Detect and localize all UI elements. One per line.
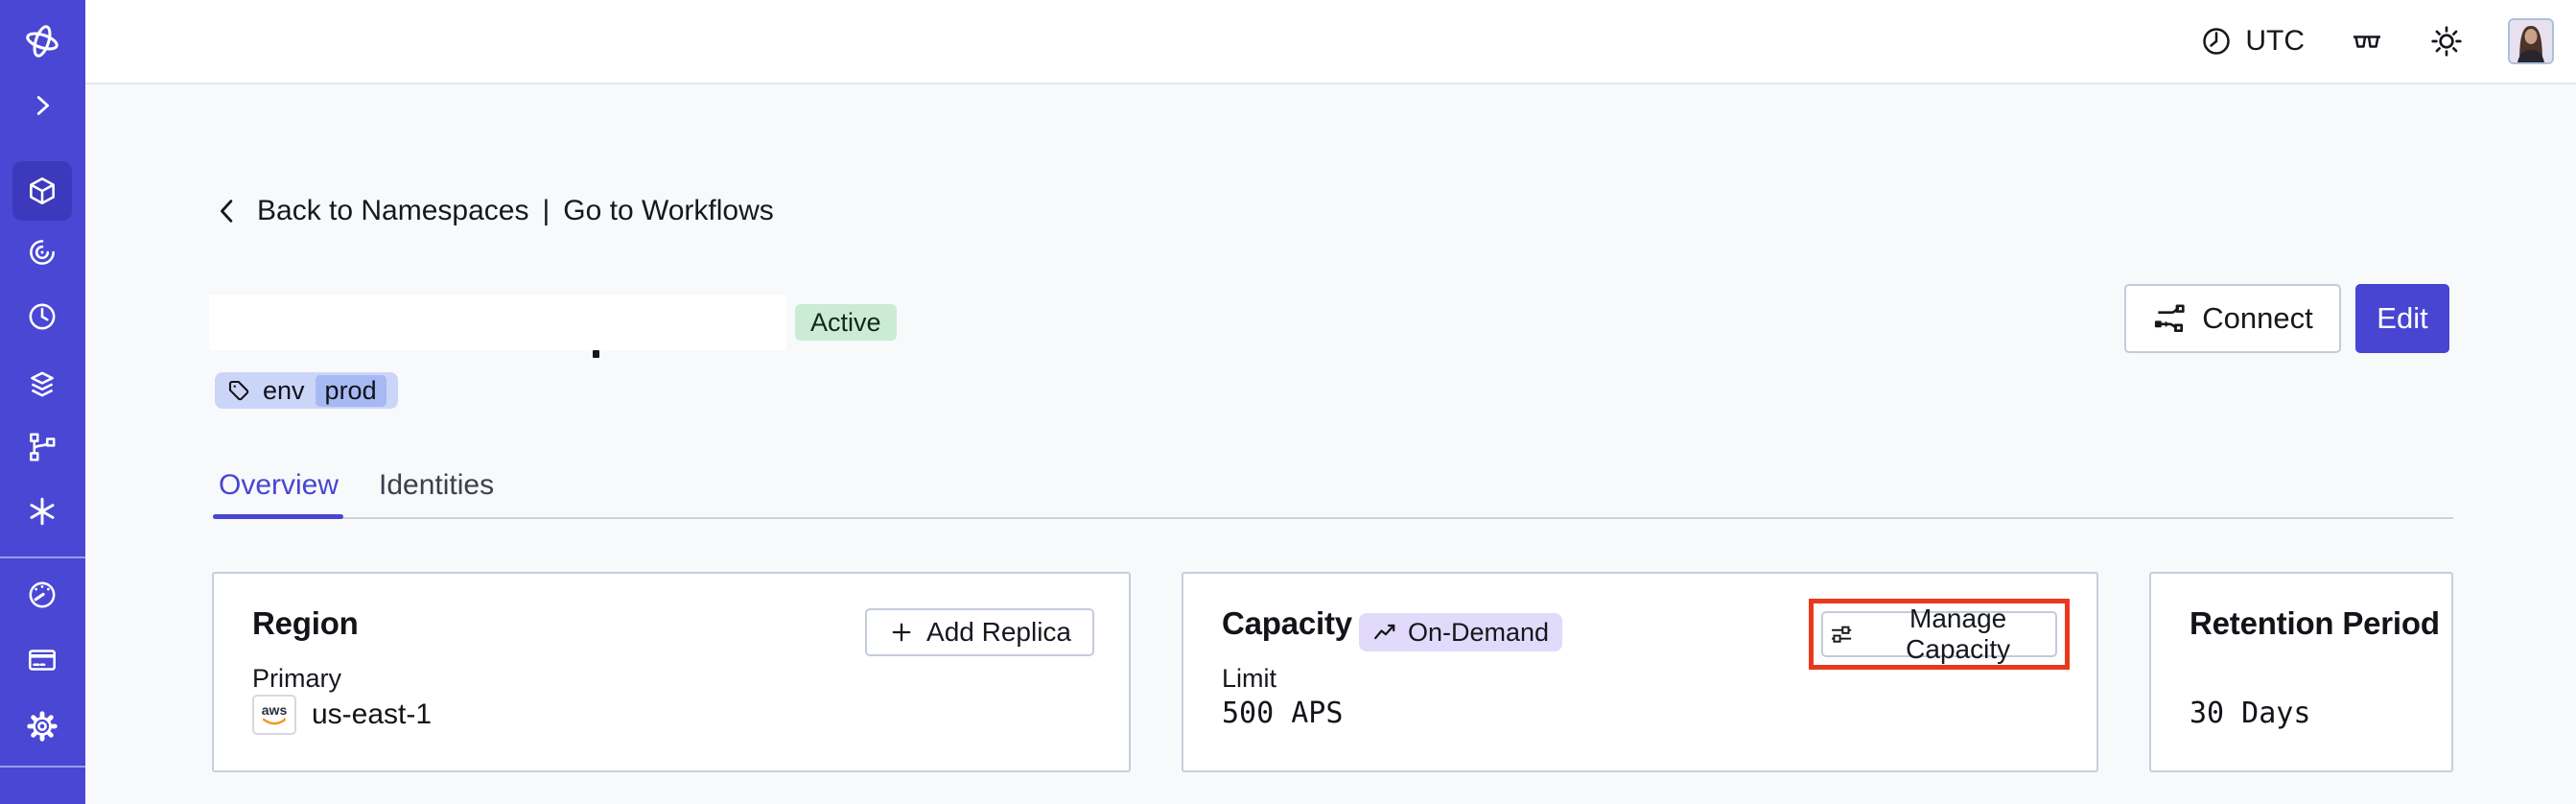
add-replica-label: Add Replica xyxy=(926,617,1071,647)
sidebar-item-nexus[interactable] xyxy=(15,485,69,538)
chevron-right-icon xyxy=(36,96,50,115)
add-replica-button[interactable]: Add Replica xyxy=(865,608,1094,656)
sidebar-expand-button[interactable] xyxy=(15,79,69,132)
tag-value-chip: prod xyxy=(315,374,386,407)
on-demand-badge: On-Demand xyxy=(1359,613,1563,651)
sidebar-item-batch[interactable] xyxy=(15,358,69,412)
manage-capacity-button[interactable]: Manage Capacity xyxy=(1821,603,2057,664)
timezone-label: UTC xyxy=(2245,25,2305,57)
manage-capacity-label: Manage Capacity xyxy=(1906,603,2011,664)
edit-button[interactable]: Edit xyxy=(2355,284,2449,353)
retention-value: 30 Days xyxy=(2190,697,2311,730)
sidebar-item-billing[interactable] xyxy=(15,633,69,687)
globe-icon xyxy=(25,796,59,804)
light-mode-icon xyxy=(2431,26,2462,57)
region-value: us-east-1 xyxy=(312,698,433,730)
billing-card-icon xyxy=(29,650,56,671)
tab-active-indicator xyxy=(213,514,343,519)
edit-label: Edit xyxy=(2377,301,2428,335)
sidebar xyxy=(0,0,85,804)
primary-label: Primary xyxy=(252,664,341,693)
timezone-selector[interactable]: UTC xyxy=(2200,25,2305,58)
annotation-highlight-box: Manage Capacity xyxy=(1809,599,2070,670)
sliders-icon xyxy=(1832,626,1852,643)
region-card: Region Add Replica Primary aws us-east-1 xyxy=(212,572,1131,772)
redacted-text-artifact xyxy=(593,350,599,358)
namespace-title-redacted xyxy=(209,295,786,350)
sidebar-item-account[interactable] xyxy=(15,787,69,804)
namespace-tag: env prod xyxy=(215,372,398,409)
region-card-title: Region xyxy=(252,605,359,641)
capacity-card: Capacity On-Demand Manage Capacity Limit… xyxy=(1182,572,2098,772)
labs-toggle-button[interactable] xyxy=(2349,25,2385,58)
sidebar-item-namespaces[interactable] xyxy=(12,161,72,221)
asterisk-icon xyxy=(30,497,55,526)
tab-identities[interactable]: Identities xyxy=(379,469,495,501)
plus-icon xyxy=(892,623,911,642)
branch-icon xyxy=(30,433,56,461)
capacity-card-title: Capacity xyxy=(1222,605,1352,641)
sidebar-item-usage[interactable] xyxy=(15,568,69,622)
glasses-icon xyxy=(2354,35,2380,48)
spiral-icon xyxy=(30,240,55,265)
cube-icon xyxy=(30,177,55,204)
retention-card-title: Retention Period xyxy=(2190,605,2440,641)
breadcrumb: Back to Namespaces | Go to Workflows xyxy=(213,195,774,227)
tag-icon xyxy=(228,380,249,400)
temporal-logo[interactable] xyxy=(15,14,69,68)
breadcrumb-separator: | xyxy=(542,195,550,226)
connect-button[interactable]: Connect xyxy=(2124,284,2341,353)
tabs-baseline xyxy=(213,517,2453,519)
back-to-namespaces-link[interactable]: Back to Namespaces xyxy=(257,195,529,226)
chevron-left-icon[interactable] xyxy=(213,196,244,226)
sidebar-item-settings[interactable] xyxy=(15,699,69,753)
timer-icon xyxy=(29,303,56,330)
sidebar-item-schedules[interactable] xyxy=(15,290,69,343)
sidebar-divider xyxy=(0,556,85,558)
status-badge: Active xyxy=(795,304,897,341)
clock-icon xyxy=(2203,28,2231,55)
topbar: UTC xyxy=(85,0,2576,84)
limit-value: 500 APS xyxy=(1222,697,1344,730)
primary-region-row: aws us-east-1 xyxy=(252,695,432,735)
theme-toggle-button[interactable] xyxy=(2429,24,2464,59)
retention-card: Retention Period 30 Days xyxy=(2149,572,2453,772)
layers-icon xyxy=(31,371,54,397)
go-to-workflows-link[interactable]: Go to Workflows xyxy=(563,195,774,226)
aws-logo-text: aws xyxy=(262,702,288,718)
sidebar-divider xyxy=(0,766,85,768)
connect-label: Connect xyxy=(2202,301,2313,335)
gear-icon xyxy=(27,711,58,742)
on-demand-label: On-Demand xyxy=(1408,617,1550,647)
tab-overview[interactable]: Overview xyxy=(219,469,340,501)
aws-logo: aws xyxy=(252,695,296,735)
trending-up-icon xyxy=(1374,624,1395,639)
sidebar-item-deployments[interactable] xyxy=(15,420,69,474)
gauge-icon xyxy=(29,581,56,608)
avatar[interactable] xyxy=(2508,18,2554,64)
tag-key: env xyxy=(263,375,305,405)
sidebar-item-workflows[interactable] xyxy=(15,225,69,279)
limit-label: Limit xyxy=(1222,664,1277,693)
connect-icon xyxy=(2155,304,2185,333)
